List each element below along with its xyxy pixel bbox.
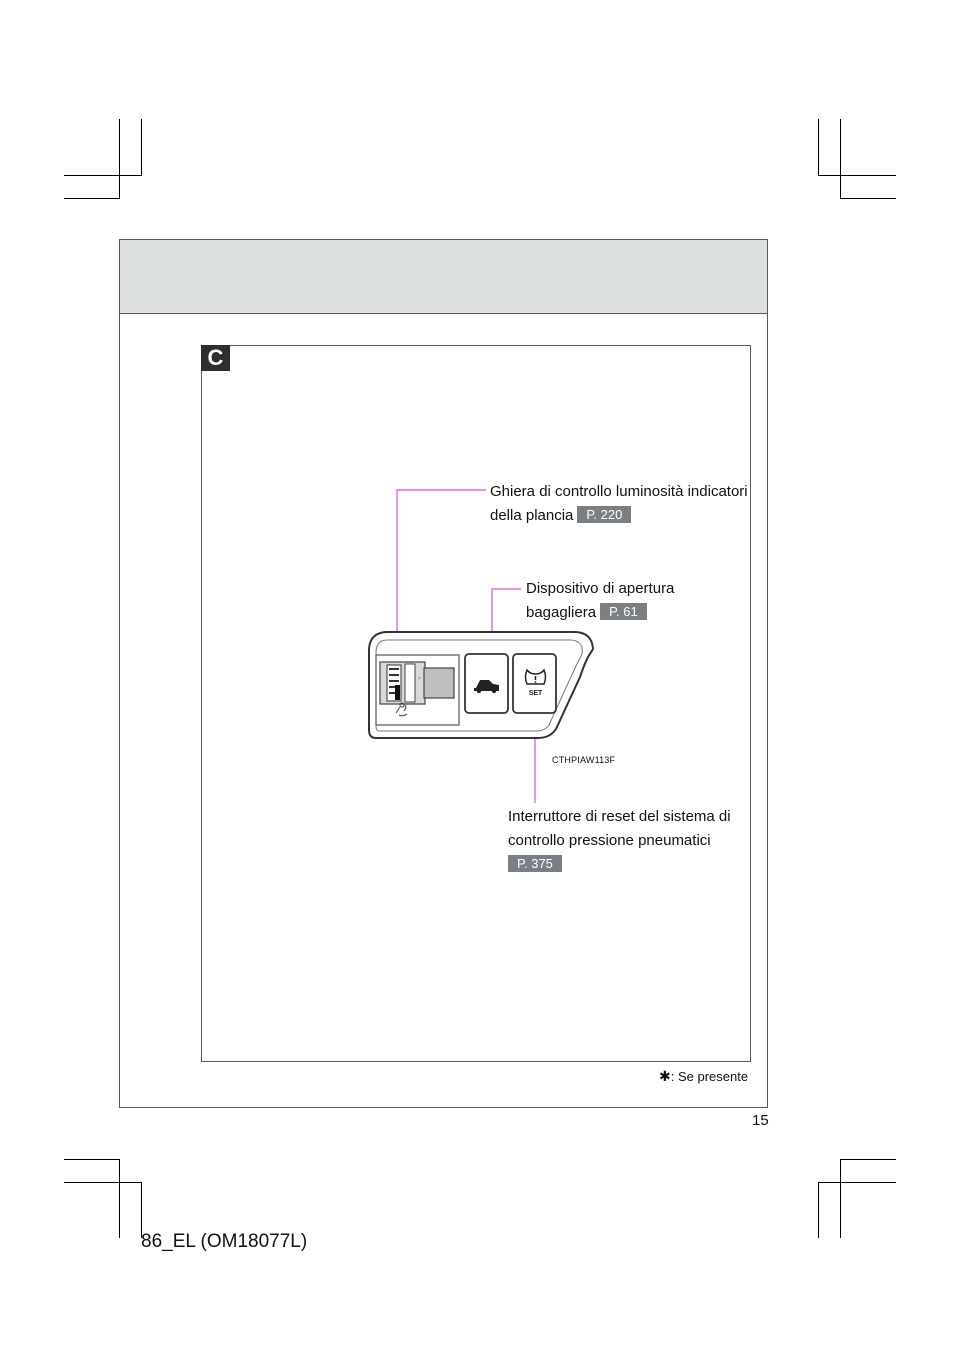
page-frame	[119, 239, 768, 1108]
callout-trunk-line2: bagagliera	[526, 604, 597, 621]
document-code: 86_EL (OM18077L)	[141, 1231, 308, 1252]
footnote: ✱: Se presente	[659, 1068, 748, 1085]
asterisk-icon: ✱	[659, 1068, 671, 1084]
callout-tpms-ref-row: P. 375	[504, 853, 731, 877]
svg-text:◦: ◦	[418, 675, 420, 682]
brightness-leader	[396, 489, 486, 661]
footnote-text: : Se presente	[670, 1069, 749, 1084]
callout-brightness-dial: Ghiera di controllo luminosità indicator…	[490, 480, 748, 528]
page-ref-badge[interactable]: P. 375	[508, 855, 562, 872]
figure-code: CTHPIAW113F	[552, 755, 616, 765]
page-number: 15	[752, 1112, 769, 1129]
page-ref-badge[interactable]: P. 220	[577, 506, 632, 523]
callout-tpms-reset: Interruttore di reset del sistema di con…	[508, 805, 731, 877]
header-band	[120, 240, 767, 314]
callout-trunk-line1: Dispositivo di apertura	[526, 580, 675, 597]
page-ref-badge[interactable]: P. 61	[600, 603, 647, 620]
callout-tpms-line2: controllo pressione pneumatici	[508, 832, 711, 849]
callout-brightness-line1: Ghiera di controllo luminosità indicator…	[490, 483, 748, 500]
switch-panel-illustration: ◦ SET	[368, 631, 595, 739]
set-label: SET	[529, 690, 543, 697]
callout-brightness-line2: della plancia	[490, 507, 574, 524]
callout-tpms-line1: Interruttore di reset del sistema di	[508, 808, 731, 825]
figure-panel	[201, 345, 751, 1062]
section-badge: C	[201, 345, 230, 371]
